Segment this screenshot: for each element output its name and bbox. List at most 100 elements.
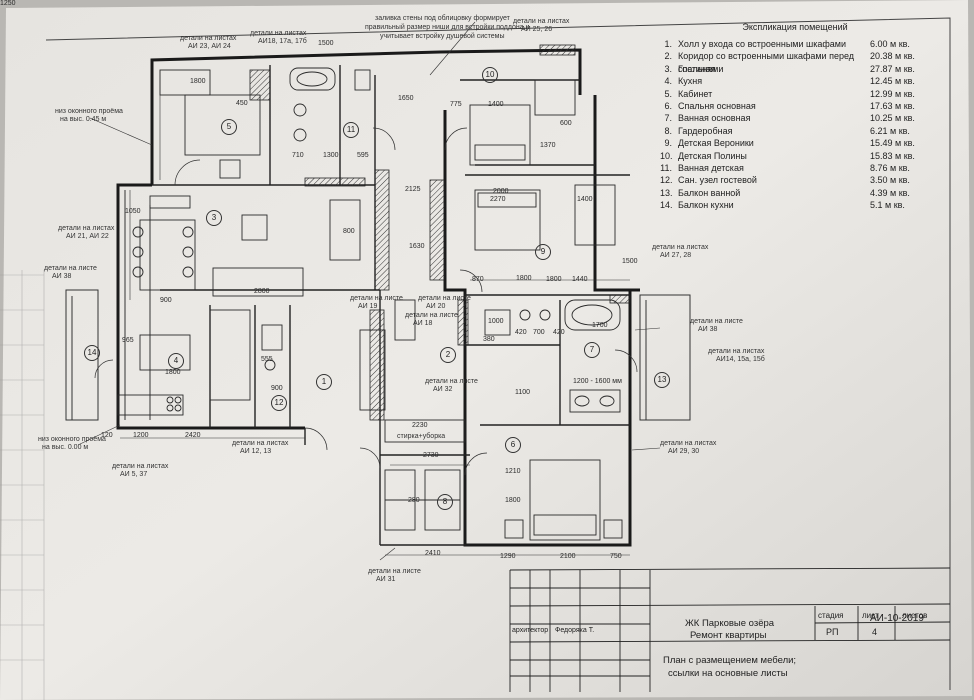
dimension-value: 900 [271,385,283,392]
sheet-title-line-1: План с размещением мебели; [663,655,797,666]
detail-ref-title: детали на листах [112,463,169,470]
room-marker: 9 [535,244,551,260]
sill-note-bottom-1: низ оконного проёма [38,436,106,443]
detail-ref-sheets: АИ 18 [413,320,433,327]
dimension-value: 2230 [412,422,428,429]
dimension-value: 2800 [254,288,270,295]
dimension-value: 380 [483,336,495,343]
room-area: 5.1 м кв. [870,200,905,211]
detail-ref-title: детали на листах [513,18,570,25]
detail-ref-sheets: АИ 21, АИ 22 [66,233,109,240]
project-subtitle: Ремонт квартиры [690,630,767,641]
room-schedule: Экспликация помещений 1.Холл у входа со … [660,22,930,211]
detail-ref-title: детали на листах [58,225,115,232]
room-area: 10.25 м кв. [870,113,915,124]
room-name: Ванная детская [678,162,744,173]
room-name: Коридор со встроенными шкафами перед спа… [678,51,855,74]
room-marker: 8 [437,494,453,510]
room-area: 15.83 м кв. [870,150,915,161]
stage-header: стадия [818,611,844,620]
wall-note-line-1: заливка стены под облицовку формирует [375,15,510,22]
detail-ref-sheets: АИ14, 15а, 15б [716,356,765,363]
dimension-value: 420 [553,329,565,336]
room-name: Кабинет [678,88,713,99]
detail-ref-sheets: АИ 23, АИ 24 [188,43,231,50]
room-name: Холл у входа со встроенными шкафами [678,39,846,49]
room-name: Кухня [678,76,703,87]
detail-ref-title: детали на листе [44,265,97,272]
room-number: 14. [660,200,673,211]
detail-ref-title: детали на листе [350,295,403,302]
room-name: Сан. узел гостевой [678,175,757,186]
room-area: 4.39 м кв. [870,187,910,198]
room-area: 6.00 м кв. [870,39,910,49]
detail-ref-title: детали на листе [368,568,421,575]
dimension-value: 120 [101,432,113,439]
dimension-value: 2000 [493,188,509,195]
wall-note-line-3: учитывает встройку душевой системы [380,33,505,40]
room-marker: 13 [654,372,670,388]
dimension-value: 450 [236,100,248,107]
sheet-title-line-2: ссылки на основные листы [668,668,788,679]
detail-ref-title: детали на листе [418,295,471,302]
room-name: Гостиная [678,63,716,74]
dimension-value: 700 [533,329,545,336]
dimension-value: 420 [515,329,527,336]
room-marker: 3 [206,210,222,226]
sheet-header: лист [862,611,879,620]
dimension-value: 1800 [165,369,181,376]
dimension-value: 1300 [323,152,339,159]
dimension-value: 1200 - 1600 мм [573,378,622,385]
dimension-value: 555 [261,356,273,363]
room-name: Ванная основная [678,113,751,124]
dimension-value: 1200 [133,432,149,439]
detail-ref-title: детали на листах [652,244,709,251]
drawing-code: АИ-10-2019 [870,613,924,624]
room-name: Детская Вероники [678,138,754,149]
detail-ref-title: детали на листе [405,312,458,319]
dimension-value: 1400 [488,101,504,108]
dimension-value: 775 [450,101,462,108]
dimension-value: 1500 [318,40,334,47]
room-number: 7. [664,113,672,124]
room-marker: 2 [440,347,456,363]
room-name: Балкон кухни [678,200,734,211]
detail-ref-sheets: АИ 5, 37 [120,471,148,478]
closet-note: стирка+уборка [397,433,446,440]
room-name: Спальня основная [678,100,756,111]
room-marker: 7 [584,342,600,358]
dimension-value: 900 [160,297,172,304]
role-label: архитектор [512,627,549,634]
dimension-value: 600 [560,120,572,127]
dimension-value: 1000 [488,318,504,325]
room-schedule-title: Экспликация помещений [742,22,848,32]
sheet-number: 4 [872,627,878,637]
room-number: 6. [664,100,672,111]
stage-value: РП [826,627,839,637]
dimension-value: 2100 [560,553,576,560]
dimension-value: 1630 [409,243,425,250]
dimension-value: 2270 [490,196,506,203]
detail-ref-sheets: АИ 20 [426,303,446,310]
dimension-value: 1290 [500,553,516,560]
dimension-value: 2420 [185,432,201,439]
room-marker: 6 [505,437,521,453]
room-number: 9. [664,138,672,149]
detail-ref-title: детали на листах [180,35,237,42]
room-schedule-row: 14. Балкон кухни 5.1 м кв. [660,199,930,211]
dimension-value: 1370 [540,142,556,149]
detail-ref-sheets: АИ 19 [358,303,378,310]
room-marker: 10 [482,67,498,83]
room-marker: 12 [271,395,287,411]
room-name: Балкон ванной [678,187,741,198]
dimension-value: 1800 [516,275,532,282]
architect-name: Федоряка Т. [555,627,595,634]
detail-ref-sheets: АИ 25, 26 [521,26,553,33]
